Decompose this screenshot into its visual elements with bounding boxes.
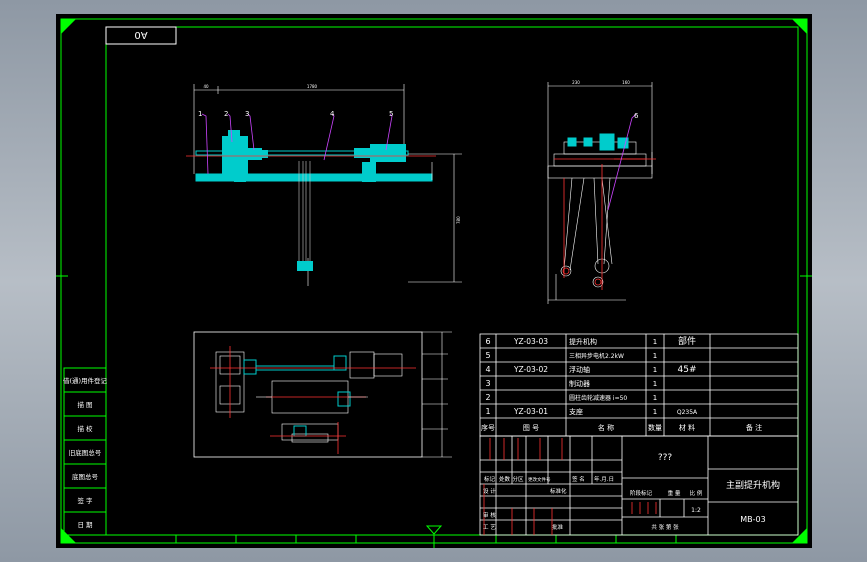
bom-no: 2 [485, 393, 490, 402]
sidebar-label: 借(通)用件登记 [63, 376, 108, 385]
rev-label: 标记 [484, 475, 496, 483]
sidebar-label: 描 校 [77, 424, 93, 433]
end-elevation-view: 230 160 6 [547, 80, 656, 304]
plan-view [193, 331, 452, 458]
rev-label: 更改文件号 [528, 476, 551, 483]
cad-drawing: A0 借(通)用件登记 描 图 描 校 旧底图总号 底图总号 签 字 日 期 4… [56, 18, 812, 548]
svg-text:1780: 1780 [307, 84, 318, 89]
bom-material: Q235A [677, 409, 698, 416]
bom-header-material: 材 料 [679, 423, 695, 432]
design-label: 设 计 [483, 487, 496, 495]
review-label: 审 核 [483, 511, 496, 519]
bom-table: 6 YZ-03-03 提升机构 1 部件 5 三相异步电机2.2kW 1 4 Y… [479, 333, 799, 437]
callout-1: 1 [198, 110, 202, 118]
bom-name: 提升机构 [569, 337, 597, 346]
svg-text:780: 780 [456, 216, 461, 224]
bom-qty: 1 [653, 408, 657, 416]
sidebar-label: 描 图 [77, 400, 92, 409]
sidebar-label: 日 期 [77, 521, 93, 529]
bom-qty: 1 [653, 352, 657, 360]
callout-4: 4 [330, 110, 335, 118]
bom-no: 3 [485, 379, 490, 388]
unknown-field: ??? [658, 453, 673, 463]
centering-mark [425, 525, 443, 535]
bom-qty: 1 [653, 338, 657, 346]
rev-label: 分区 [512, 475, 524, 483]
sheets-label: 共 张 第 张 [651, 523, 679, 531]
approve-label: 批准 [552, 523, 564, 531]
side-elevation-view: 40 1780 7 [186, 84, 462, 286]
bom-no: 5 [485, 351, 490, 360]
sheet-size-box [105, 26, 177, 45]
callout-2: 2 [224, 110, 228, 118]
stage-mark-label: 阶段标记 [630, 489, 653, 497]
svg-text:230: 230 [572, 80, 580, 85]
bom-name: 三相异步电机2.2kW [569, 352, 624, 360]
bom-code: YZ-03-02 [513, 365, 548, 374]
border-ticks [56, 275, 812, 548]
rev-label: 签 名 [572, 475, 585, 483]
sidebar-label: 签 字 [77, 496, 93, 505]
bom-qty: 1 [653, 394, 657, 402]
process-label: 工 艺 [483, 524, 496, 531]
outer-frame [60, 18, 808, 544]
bom-material: 部件 [678, 335, 696, 347]
bom-header-code: 图 号 [523, 424, 539, 432]
rev-label: 处数 [499, 475, 511, 483]
bom-header-name: 名 称 [598, 423, 614, 432]
bom-code: YZ-03-01 [513, 407, 548, 416]
bom-header-remark: 备 注 [746, 423, 762, 432]
weight-label: 重 量 [668, 489, 681, 497]
bom-no: 4 [485, 365, 490, 374]
bom-material: 45# [678, 365, 697, 375]
drawing-number: MB-03 [740, 515, 765, 524]
bom-qty: 1 [653, 380, 657, 388]
bom-name: 制动器 [569, 379, 590, 388]
svg-text:40: 40 [203, 84, 209, 89]
sidebar-label: 底图总号 [72, 472, 99, 481]
bom-header-qty: 数量 [648, 423, 662, 432]
title-block: 标记 处数 分区 更改文件号 签 名 年.月.日 设 计 标准化 审 核 工 艺… [479, 435, 799, 536]
scale-value: 1:2 [691, 507, 701, 514]
callout-3: 3 [245, 110, 249, 118]
sidebar-label: 旧底图总号 [69, 448, 102, 457]
drawing-title: 主副提升机构 [726, 479, 780, 491]
bom-no: 6 [485, 337, 490, 346]
bom-code: YZ-03-03 [513, 337, 548, 346]
rev-label: 年.月.日 [594, 475, 614, 483]
bom-name: 支座 [569, 407, 583, 416]
corner-marks [61, 19, 807, 543]
sheet-size-label: A0 [134, 29, 147, 40]
bom-header-no: 序号 [481, 423, 495, 432]
scale-label: 比 例 [690, 489, 703, 497]
callout-6: 6 [634, 112, 639, 120]
drawing-sheet: A0 借(通)用件登记 描 图 描 校 旧底图总号 底图总号 签 字 日 期 4… [56, 14, 812, 548]
bom-qty: 1 [653, 366, 657, 374]
svg-text:160: 160 [622, 80, 630, 85]
bom-name: 圆柱齿轮减速器 i=50 [569, 394, 627, 402]
callout-5: 5 [389, 110, 393, 118]
standard-label: 标准化 [550, 487, 567, 495]
inner-frame [105, 26, 799, 536]
left-sidebar: 借(通)用件登记 描 图 描 校 旧底图总号 底图总号 签 字 日 期 [63, 367, 108, 536]
bom-no: 1 [485, 407, 490, 416]
bom-name: 浮动轴 [569, 365, 590, 374]
